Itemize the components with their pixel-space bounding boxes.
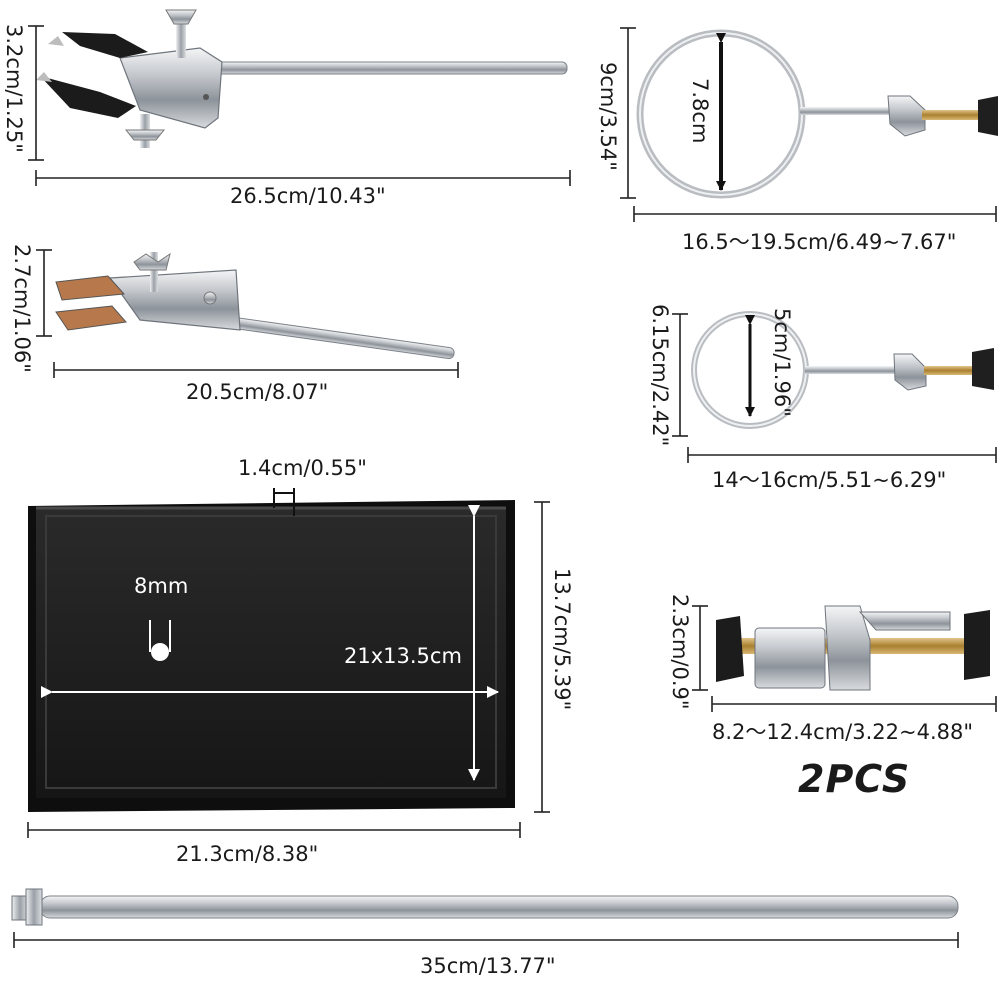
base-tray: [28, 488, 515, 812]
dimension-lines: [13, 25, 997, 948]
small-clamp: [55, 252, 455, 360]
large-ring-length-label: 16.5～19.5cm/6.49~7.67": [682, 230, 957, 254]
large-ring-inner-label: 7.8cm: [688, 78, 712, 144]
tray-hole-label: 8mm: [134, 574, 189, 598]
small-clamp-jaw-label: 2.7cm/1.06": [10, 244, 34, 373]
connector-height-label: 2.3cm/0.9": [668, 594, 692, 710]
boss-connector: [716, 605, 990, 691]
support-rod: [11, 888, 959, 926]
large-clamp-jaw-label: 3.2cm/1.25": [2, 24, 26, 153]
tray-inner-label: 21x13.5cm: [344, 644, 462, 668]
large-ring-height-label: 9cm/3.54": [596, 62, 620, 171]
small-ring-length-label: 14～16cm/5.51~6.29": [712, 468, 947, 492]
connector-length-label: 8.2～12.4cm/3.22~4.88": [712, 720, 974, 744]
small-ring-height-label: 6.15cm/2.42": [648, 304, 672, 447]
large-clamp-length-label: 26.5cm/10.43": [230, 184, 386, 208]
tray-width-label: 21.3cm/8.38": [176, 842, 319, 866]
quantity-badge: 2PCS: [798, 757, 911, 801]
tray-height-label: 13.7cm/5.39": [550, 568, 574, 711]
large-clamp: [36, 9, 568, 148]
small-ring-inner-label: 5cm/1.96": [770, 308, 794, 417]
large-ring: [636, 29, 998, 199]
small-ring: [691, 311, 994, 429]
rod-length-label: 35cm/13.77": [420, 954, 556, 978]
tray-slot-label: 1.4cm/0.55": [238, 456, 367, 480]
small-clamp-length-label: 20.5cm/8.07": [186, 380, 329, 404]
